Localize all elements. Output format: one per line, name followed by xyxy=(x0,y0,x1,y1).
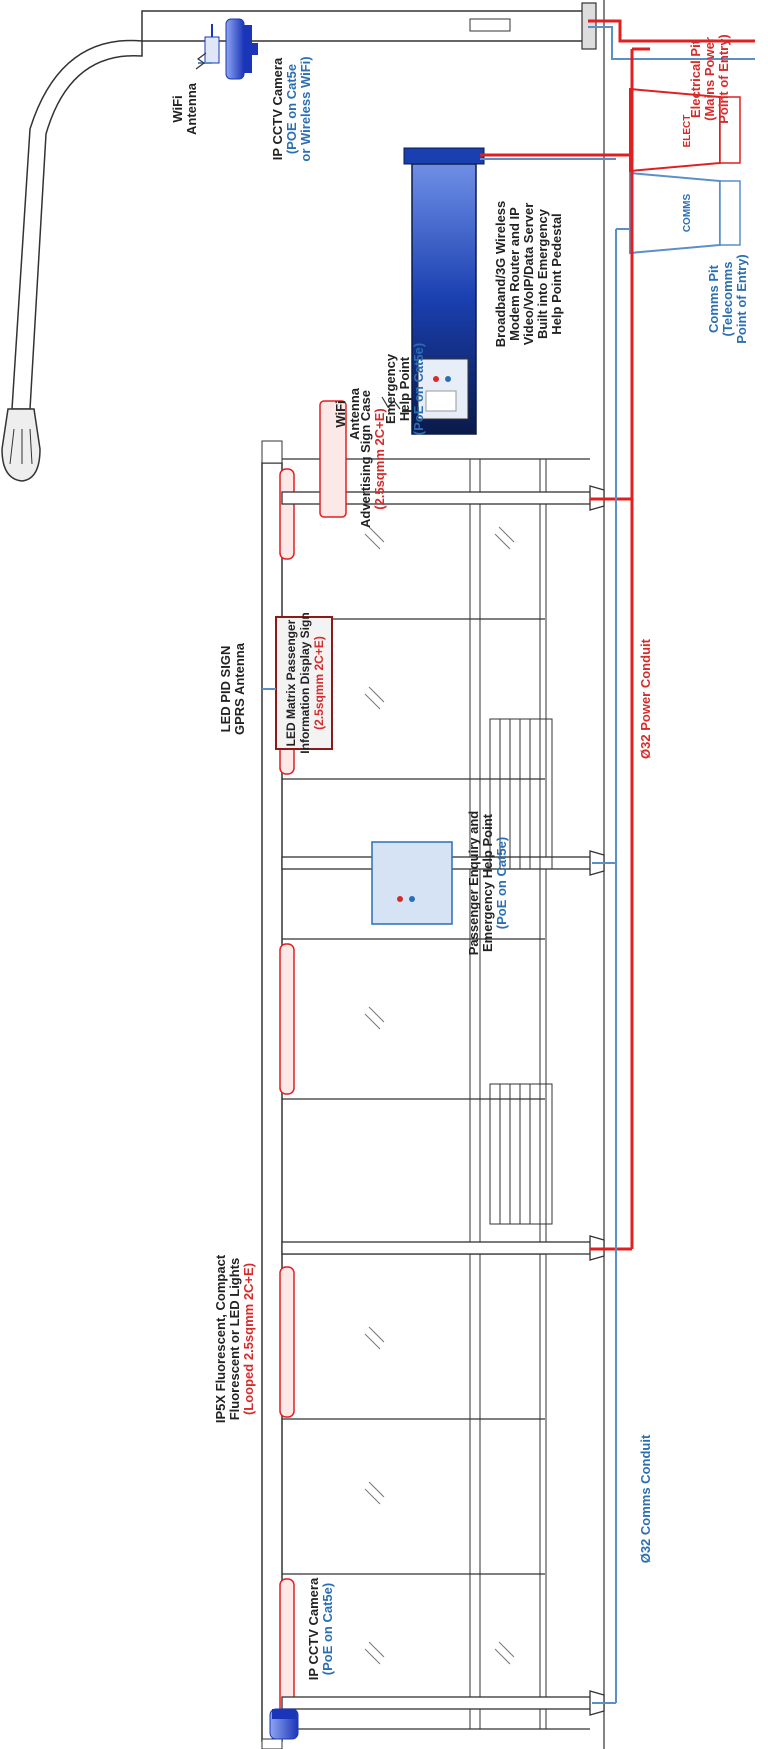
wifi-antenna-pole-label-line: Antenna xyxy=(184,82,199,135)
cctv-pole-label-line: (POE on Cat5e xyxy=(284,64,299,154)
passenger-help-point-label-line: Emergency Help Point xyxy=(480,813,495,952)
electrical-pit-label-line: (Mains Power xyxy=(702,37,717,121)
broadband-router-label-line: Help Point Pedestal xyxy=(549,213,564,334)
emergency-help-point-label-line: Help Point xyxy=(397,356,412,421)
advertising-sign-label-line: Advertising Sign Case xyxy=(358,390,373,528)
wifi-antenna-pedestal-label-line: WiFi xyxy=(333,400,348,427)
emergency-help-point-label-line: (PoE on Cat5e) xyxy=(411,343,426,435)
cctv-shelter-label-line: IP CCTV Camera xyxy=(306,1577,321,1680)
lights-label: IP5X Fluorescent, CompactFluorescent or … xyxy=(213,1254,256,1423)
led-pid-antenna-label: LED PID SIGNGPRS Antenna xyxy=(218,642,247,735)
emergency-help-point-pedestal xyxy=(381,147,485,435)
comms-pit-label: Comms Pit(TelecommsPoint of Entry) xyxy=(706,254,749,344)
comms-conduit xyxy=(480,158,630,1704)
broadband-router-label-line: Built into Emergency xyxy=(535,208,550,339)
pedestal-wifi-antenna-icon xyxy=(381,396,401,410)
broadband-router-label-line: Video/VoIP/Data Server xyxy=(521,203,536,346)
electrical-pit xyxy=(629,87,741,173)
emergency-help-point-label: EmergencyHelp Point(PoE on Cat5e) xyxy=(383,343,426,435)
shelter-posts xyxy=(281,485,605,1716)
pole-power-conduit xyxy=(588,19,755,43)
benches xyxy=(489,718,553,1225)
pole-wifi-antenna xyxy=(195,52,212,70)
broadband-router-label-line: Modem Router and IP xyxy=(507,207,522,341)
led-pid-antenna-label-line: LED PID SIGN xyxy=(218,646,233,733)
luminaire-head xyxy=(1,408,41,482)
comms-pit-label-line: Comms Pit xyxy=(706,264,721,333)
cctv-pole-label-line: IP CCTV Camera xyxy=(270,57,285,160)
cctv-pole-label-line: or Wireless WiFi) xyxy=(298,56,313,161)
led-matrix-sign-label-line: (2.5sqmm 2C+E) xyxy=(312,636,326,730)
comms-pit-label-line: Point of Entry) xyxy=(734,254,749,344)
electrical-pit-label-line: Electrical Pit xyxy=(688,39,703,118)
broadband-router-label: Broadband/3G WirelessModem Router and IP… xyxy=(493,201,564,348)
comms-pit-label-line: (Telecomms xyxy=(720,262,735,337)
passenger-help-point-label-line: Passenger Enquiry and xyxy=(466,811,481,956)
led-pid-antenna-label-line: GPRS Antenna xyxy=(232,642,247,735)
emergency-help-point-label-line: Emergency xyxy=(383,353,398,424)
passenger-help-point xyxy=(371,841,453,925)
power-conduit-label: Ø32 Power Conduit xyxy=(638,638,653,759)
lights-label-line: Fluorescent or LED Lights xyxy=(227,1258,242,1421)
lights-label-line: (Looped 2.5sqmm 2C+E) xyxy=(241,1263,256,1415)
advertising-sign-label-line: (2.5sqmm 2C+E) xyxy=(372,408,387,510)
cctv-shelter-label-line: (PoE on Cat5e) xyxy=(320,1583,335,1675)
lights-label-line: IP5X Fluorescent, Compact xyxy=(213,1254,228,1423)
advertising-sign-case xyxy=(319,400,347,518)
wifi-antenna-pedestal-label: WiFiAntenna xyxy=(333,387,362,440)
elect-box-label: ELECT xyxy=(682,115,693,148)
cctv-shelter-label: IP CCTV Camera(PoE on Cat5e) xyxy=(306,1577,335,1680)
advertising-sign-label: Advertising Sign Case(2.5sqmm 2C+E) xyxy=(358,390,387,528)
bus-shelter xyxy=(261,400,605,1749)
comms-pit xyxy=(629,171,741,255)
power-conduit-label-line: Ø32 Power Conduit xyxy=(638,638,653,759)
led-matrix-sign-label-line: Information Display Sign xyxy=(298,612,312,753)
comms-box-label: COMMS xyxy=(682,194,693,233)
power-conduit xyxy=(480,47,650,1251)
glass-hatch-marks xyxy=(364,526,515,1665)
broadband-router-label-line: Broadband/3G Wireless xyxy=(493,201,508,348)
electrical-pit-label-line: Point of Entry) xyxy=(716,34,731,124)
cctv-pole-label: IP CCTV Camera(POE on Cat5eor Wireless W… xyxy=(270,56,313,161)
led-matrix-sign-label-line: LED Matrix Passenger xyxy=(284,619,298,746)
shelter-cctv-camera xyxy=(269,1708,299,1740)
led-matrix-sign-label: LED Matrix PassengerInformation Display … xyxy=(284,612,326,753)
passenger-help-point-label-line: (PoE on Cat5e) xyxy=(494,837,509,929)
comms-conduit-label: Ø32 Comms Conduit xyxy=(638,1434,653,1563)
wifi-antenna-pedestal-label-line: Antenna xyxy=(347,387,362,440)
comms-conduit-label-line: Ø32 Comms Conduit xyxy=(638,1434,653,1563)
electrical-pit-label: Electrical Pit(Mains PowerPoint of Entry… xyxy=(688,34,731,124)
passenger-help-point-label: Passenger Enquiry andEmergency Help Poin… xyxy=(466,811,509,956)
pole-comms-conduit xyxy=(588,26,755,60)
pole-mounted-cctv-camera xyxy=(204,18,258,80)
pole-access-hatch xyxy=(469,18,511,32)
street-light-pole xyxy=(1,2,597,482)
led-matrix-sign xyxy=(275,616,333,750)
wifi-antenna-pole-label: WiFiAntenna xyxy=(170,82,199,135)
wifi-antenna-pole-label-line: WiFi xyxy=(170,95,185,122)
